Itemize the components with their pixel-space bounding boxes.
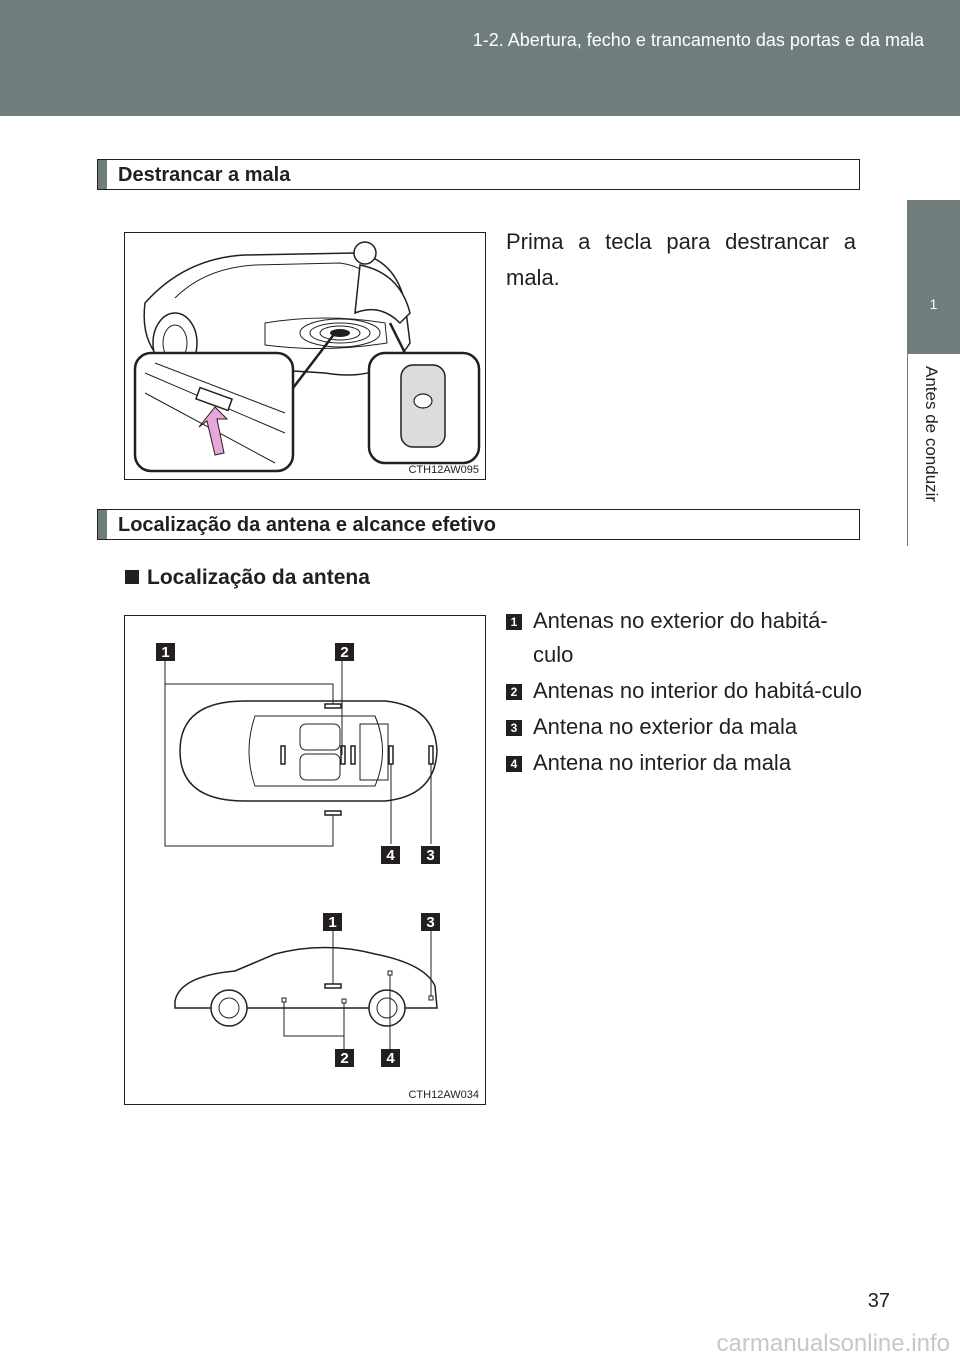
- svg-text:4: 4: [386, 1050, 395, 1067]
- section-heading-bar: [98, 160, 107, 189]
- legend-text: Antenas no interior do habitá-culo: [533, 678, 862, 703]
- legend-item: 4 Antena no interior da mala: [506, 746, 866, 780]
- legend-item: 1 Antenas no exterior do habitá-culo: [506, 604, 866, 672]
- section-heading-unlock-trunk: Destrancar a mala: [97, 159, 860, 190]
- chapter-title: Antes de conduzir: [922, 366, 941, 503]
- unlock-instruction: Prima a tecla para destrancar a mala.: [506, 229, 856, 290]
- chapter-side-label: Antes de conduzir: [907, 354, 960, 1344]
- legend-badge: 4: [506, 756, 522, 772]
- square-bullet-icon: [125, 570, 139, 584]
- section-heading-antenna: Localização da antena e alcance efetivo: [97, 509, 860, 540]
- section-title: Destrancar a mala: [118, 164, 291, 186]
- subheading-antenna-location: Localização da antena: [125, 566, 370, 590]
- legend-text: Antena no interior da mala: [533, 750, 792, 775]
- legend-text: Antena no exterior da mala: [533, 714, 798, 739]
- section-title: Localização da antena e alcance efetivo: [118, 514, 496, 536]
- chapter-tab[interactable]: 1: [907, 200, 960, 354]
- legend-badge: 2: [506, 684, 522, 700]
- watermark: carmanualsonline.info: [716, 1330, 950, 1357]
- figure-badge-3-top: 3: [421, 846, 440, 864]
- legend-item: 3 Antena no exterior da mala: [506, 710, 866, 744]
- figure-badge-2-side: 2: [335, 1049, 354, 1067]
- page-number: 37: [867, 1290, 890, 1312]
- svg-text:1: 1: [328, 914, 336, 931]
- antenna-diagram: 1 2 4 3 1 3 2 4: [156, 643, 440, 1067]
- svg-text:4: 4: [386, 847, 395, 864]
- figure-antenna-location: 1 2 4 3 1 3 2 4 CTH12AW034: [124, 615, 486, 1105]
- figure-code: CTH12AW034: [408, 1089, 479, 1101]
- figure-badge-3-side: 3: [421, 913, 440, 931]
- legend-badge: 3: [506, 720, 522, 736]
- figure-badge-4-side: 4: [381, 1049, 400, 1067]
- svg-text:2: 2: [340, 644, 348, 661]
- legend-text: Antenas no exterior do habitá-culo: [533, 608, 828, 667]
- header-bar: 1-2. Abertura, fecho e trancamento das p…: [0, 0, 960, 116]
- breadcrumb: 1-2. Abertura, fecho e trancamento das p…: [472, 30, 924, 50]
- svg-text:2: 2: [340, 1050, 348, 1067]
- figure-badge-4-top: 4: [381, 846, 400, 864]
- figure-badge-2-top: 2: [335, 643, 354, 661]
- figure-unlock-trunk: CTH12AW095: [124, 232, 486, 480]
- figure-badge-1-top: 1: [156, 643, 175, 661]
- antenna-legend: 1 Antenas no exterior do habitá-culo 2 A…: [506, 604, 866, 782]
- svg-text:3: 3: [426, 914, 434, 931]
- section-heading-bar: [98, 510, 107, 539]
- side-divider: [907, 354, 908, 546]
- figure-code: CTH12AW095: [408, 464, 479, 476]
- legend-item: 2 Antenas no interior do habitá-culo: [506, 674, 866, 708]
- trunk-illustration: [133, 241, 481, 473]
- figure-badge-1-side: 1: [323, 913, 342, 931]
- svg-text:3: 3: [426, 847, 434, 864]
- svg-text:1: 1: [161, 644, 169, 661]
- subheading-text: Localização da antena: [147, 566, 370, 589]
- legend-badge: 1: [506, 614, 522, 630]
- chapter-number: 1: [929, 296, 938, 312]
